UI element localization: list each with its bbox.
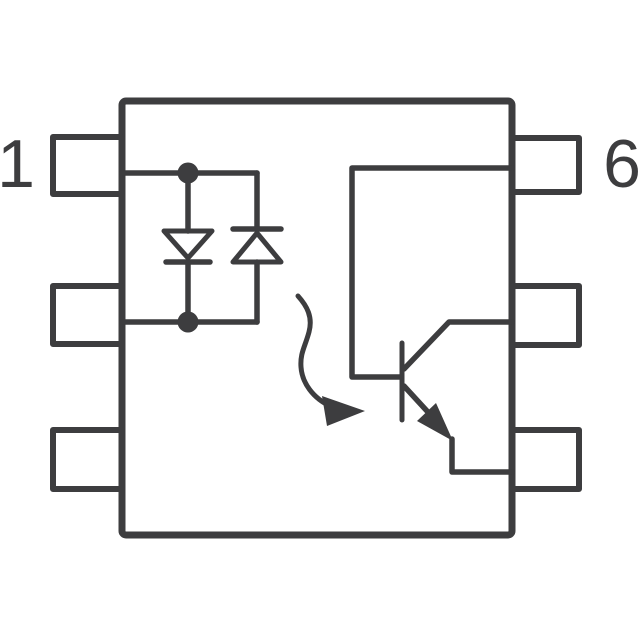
left-diode-triangle <box>161 228 215 261</box>
right-pin-leads <box>509 135 582 492</box>
pin-6-lead <box>509 135 582 195</box>
light-emission-arrow-icon <box>295 293 365 426</box>
emitter-arrowhead <box>417 403 453 441</box>
npn-phototransistor-icon <box>349 165 515 475</box>
pin-5-lead <box>509 283 582 348</box>
left-pin-leads <box>50 134 125 492</box>
pin-2-lead <box>50 283 125 347</box>
pin-1-label: 1 <box>0 126 35 202</box>
right-diode-triangle <box>230 230 284 265</box>
pin-3-lead <box>50 427 125 492</box>
pin-1-lead <box>50 134 125 197</box>
light-arrowhead <box>322 396 365 426</box>
emitter-wire-tail <box>449 436 515 475</box>
light-arrow-squiggle <box>295 293 335 410</box>
junction-dot-top <box>177 162 199 184</box>
base-wire <box>349 165 515 380</box>
anti-parallel-led-pair-icon <box>119 162 284 333</box>
pin-4-lead <box>509 427 582 492</box>
junction-dot-bottom <box>177 311 199 333</box>
pin-6-label: 6 <box>603 126 640 202</box>
collector-wire <box>401 319 515 372</box>
